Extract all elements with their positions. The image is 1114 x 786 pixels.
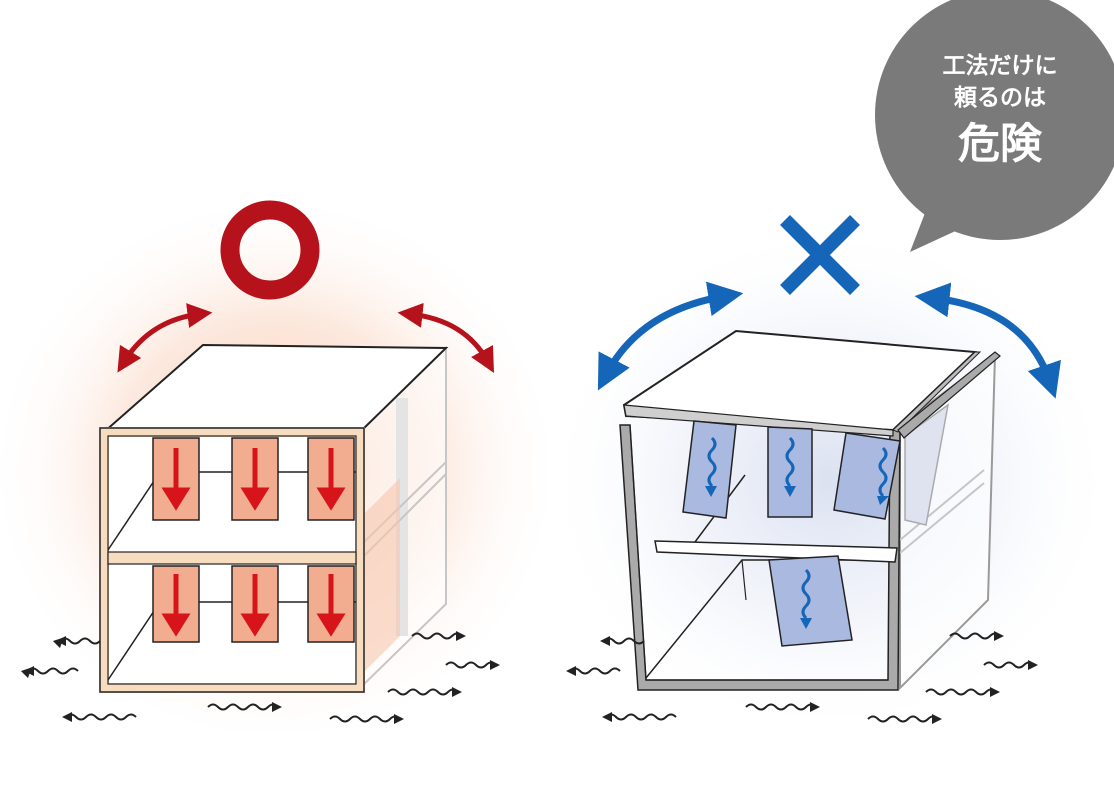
circle-icon — [220, 200, 320, 300]
wave-arrow-icon — [949, 632, 1001, 640]
wave-arrow-icon — [925, 688, 997, 696]
callout-line-2: 頼るのは — [954, 85, 1046, 111]
wave-arrow-icon — [329, 715, 401, 723]
load-arrows-good — [161, 448, 346, 637]
wave-arrow-icon — [207, 703, 279, 711]
callout-danger-label: 危険 — [957, 119, 1042, 168]
wavy-down-arrow-icon — [878, 446, 888, 498]
wavy-down-arrow-icon — [707, 436, 717, 488]
ground-shake-good — [20, 632, 497, 723]
cross-icon — [780, 215, 860, 295]
good-side-shadow — [360, 478, 400, 676]
ground-shake-bad — [569, 632, 1035, 723]
wave-arrow-icon — [569, 667, 621, 675]
failing-wall — [682, 420, 737, 519]
down-arrow-icon — [240, 448, 270, 511]
bubble-body — [875, 0, 1114, 240]
bad-building-group — [540, 0, 1114, 740]
bad-roof-edge — [897, 351, 1001, 439]
down-arrow-icon — [161, 574, 191, 637]
wave-arrow-icon — [605, 713, 677, 721]
sway-arrow-right-icon — [914, 282, 1061, 399]
wave-arrow-icon — [867, 715, 939, 723]
load-arrows-bad — [707, 436, 888, 620]
wave-arrow-icon — [411, 632, 463, 640]
wave-arrow-icon — [445, 661, 497, 669]
sway-arrow-left-icon — [597, 281, 744, 391]
wave-arrow-icon — [65, 713, 137, 721]
wave-arrow-icon — [52, 637, 101, 649]
wavy-down-arrow-icon — [801, 568, 811, 620]
wave-arrow-icon — [20, 667, 79, 679]
down-arrow-icon — [316, 448, 346, 511]
down-arrow-icon — [316, 574, 346, 637]
warning-callout-text: 工法だけに 頼るのは 危険 — [880, 50, 1114, 172]
bubble-tail — [910, 200, 975, 252]
sway-arrow-left-icon — [117, 303, 213, 373]
callout-line-1: 工法だけに — [942, 53, 1058, 79]
down-arrow-icon — [240, 574, 270, 637]
good-middle-floor — [107, 551, 357, 565]
wave-arrow-icon — [745, 703, 817, 711]
bad-side-wall — [904, 403, 950, 526]
down-arrow-icon — [161, 448, 191, 511]
good-building-group — [0, 190, 565, 750]
wave-arrow-icon — [603, 637, 645, 645]
wave-arrow-icon — [983, 661, 1035, 669]
sway-arrow-right-icon — [397, 302, 495, 373]
wave-arrow-icon — [387, 688, 459, 696]
wavy-down-arrow-icon — [785, 436, 795, 488]
warning-speech-bubble — [875, 0, 1114, 252]
